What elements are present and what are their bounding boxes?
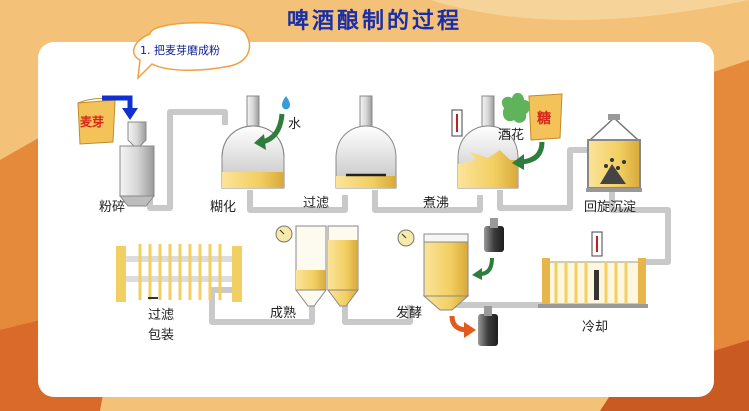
blue-arrow-head — [122, 108, 138, 120]
pressure-gauge-icon — [397, 229, 415, 247]
pipe-mash-to-lauter — [247, 190, 348, 213]
crush-label: 粉碎 — [99, 200, 126, 215]
lauter-tun — [335, 95, 397, 189]
green-arrow-yeast-head — [472, 268, 482, 280]
filter2-label: 过滤 — [148, 308, 175, 323]
filter-label: 过滤 — [303, 196, 330, 211]
sugar-label: 糖 — [537, 111, 551, 127]
boil-label: 煮沸 — [423, 196, 450, 211]
pipe-lauter-to-boil — [372, 190, 483, 213]
green-arrow-sugar-head — [512, 154, 524, 170]
mash-label: 糊化 — [210, 200, 237, 215]
cool-label: 冷却 — [582, 320, 609, 335]
whirlpool-tank — [586, 114, 642, 192]
whirlpool-label: 回旋沉淀 — [584, 200, 637, 215]
callout-bubble — [132, 22, 251, 81]
hops-label: 酒花 — [498, 128, 525, 143]
pipe-boil-to-whirlpool — [497, 147, 590, 211]
green-arrow-water-head — [254, 134, 266, 150]
pressure-gauge-icon-mature — [275, 225, 293, 243]
diagram-panel — [38, 42, 714, 397]
package-label: 包装 — [148, 328, 175, 343]
boil-kettle — [457, 95, 519, 189]
pipe-whirlpool-to-cooler — [609, 188, 671, 265]
malt-label: 麦芽 — [80, 115, 105, 129]
pipe-crush-to-mash — [147, 109, 228, 211]
callout-text: 1. 把麦芽磨成粉 — [140, 44, 220, 57]
orange-arrow-head — [464, 322, 476, 338]
background-curve — [430, 0, 749, 20]
mill — [118, 121, 156, 207]
hops-icon — [501, 92, 531, 123]
mature-label: 成熟 — [270, 306, 297, 321]
water-label: 水 — [288, 117, 302, 132]
green-arrow-sugar — [521, 141, 545, 165]
sugar-sack — [528, 93, 563, 141]
yeast-tank-top — [484, 218, 504, 252]
filter-press — [116, 244, 242, 302]
water-drop-icon — [282, 96, 290, 110]
page-title: 啤酒酿制的过程 — [286, 9, 462, 34]
yeast-tank-bottom — [478, 306, 498, 346]
thermometer-icon — [451, 109, 463, 137]
pipe-ferment-to-mature — [342, 300, 413, 325]
maturation-tanks — [295, 225, 359, 307]
plate-cooler — [538, 258, 648, 308]
fermenter — [422, 233, 470, 311]
blue-arrow — [102, 95, 133, 110]
thermometer-icon-cooler — [591, 231, 603, 257]
ferment-label: 发酵 — [396, 306, 423, 321]
